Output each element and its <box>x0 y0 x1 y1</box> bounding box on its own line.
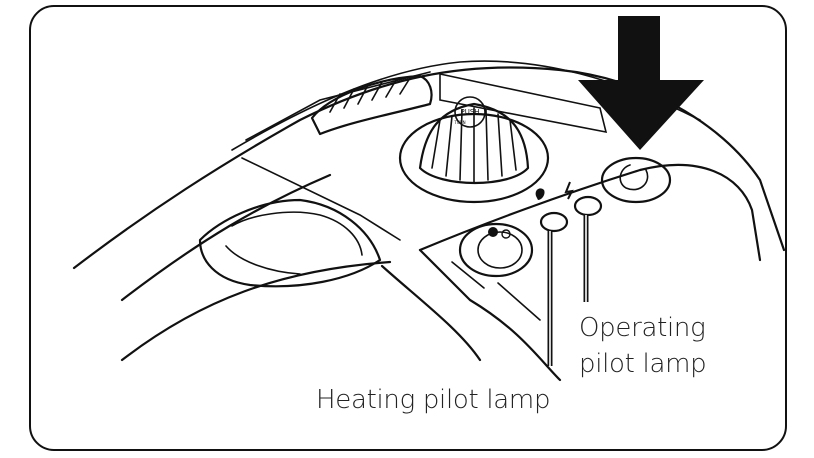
heating-pilot-lamp-label: Heating pilot lamp <box>316 385 550 415</box>
diagram-frame <box>30 6 786 450</box>
operating-pilot-lamp-label-line1: Operating <box>579 313 705 343</box>
knob-turn-text: TURN <box>453 120 465 125</box>
knob-push-text: PUSH <box>460 108 479 116</box>
operating-pilot-lamp-label-line2: pilot lamp <box>579 349 706 379</box>
